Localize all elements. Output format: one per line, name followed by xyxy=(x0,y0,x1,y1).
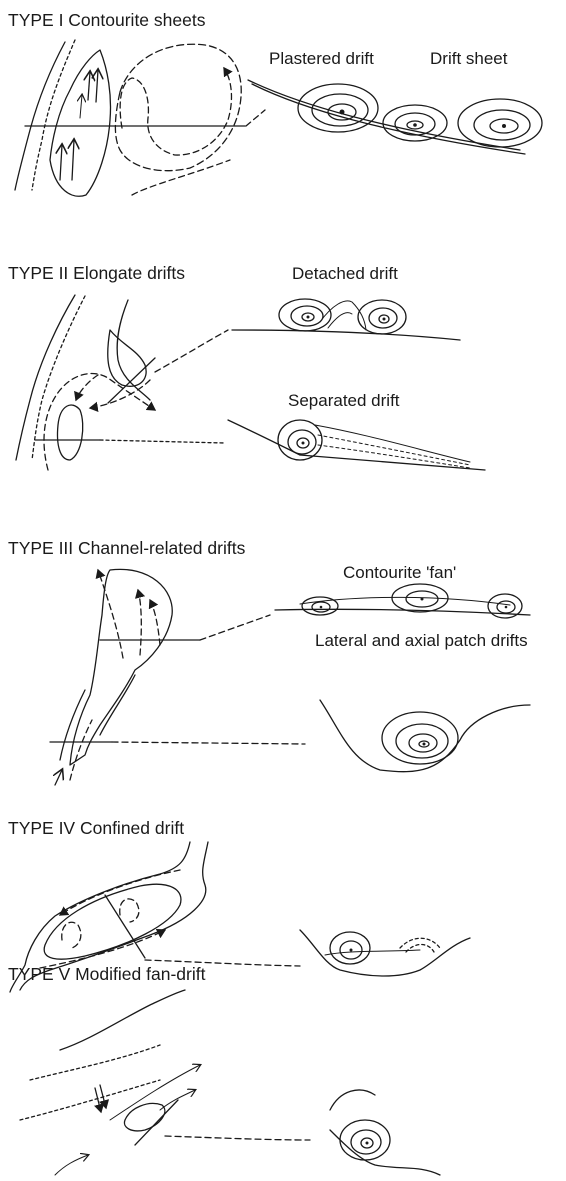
type-1-plan-view xyxy=(15,40,245,196)
type-3-fan-section xyxy=(275,584,530,618)
type-5-plan-view xyxy=(20,990,310,1175)
type-2-separated-section xyxy=(228,420,485,470)
type-2-detached-section xyxy=(232,299,460,340)
type-5-section xyxy=(330,1090,440,1175)
type-3-plan-view xyxy=(50,569,305,785)
type-4-section xyxy=(300,930,470,976)
type-1-section-view xyxy=(246,80,542,154)
type-2-plan-view xyxy=(16,295,228,470)
type-3-patch-section xyxy=(320,700,530,772)
type-4-plan-view xyxy=(10,842,300,992)
